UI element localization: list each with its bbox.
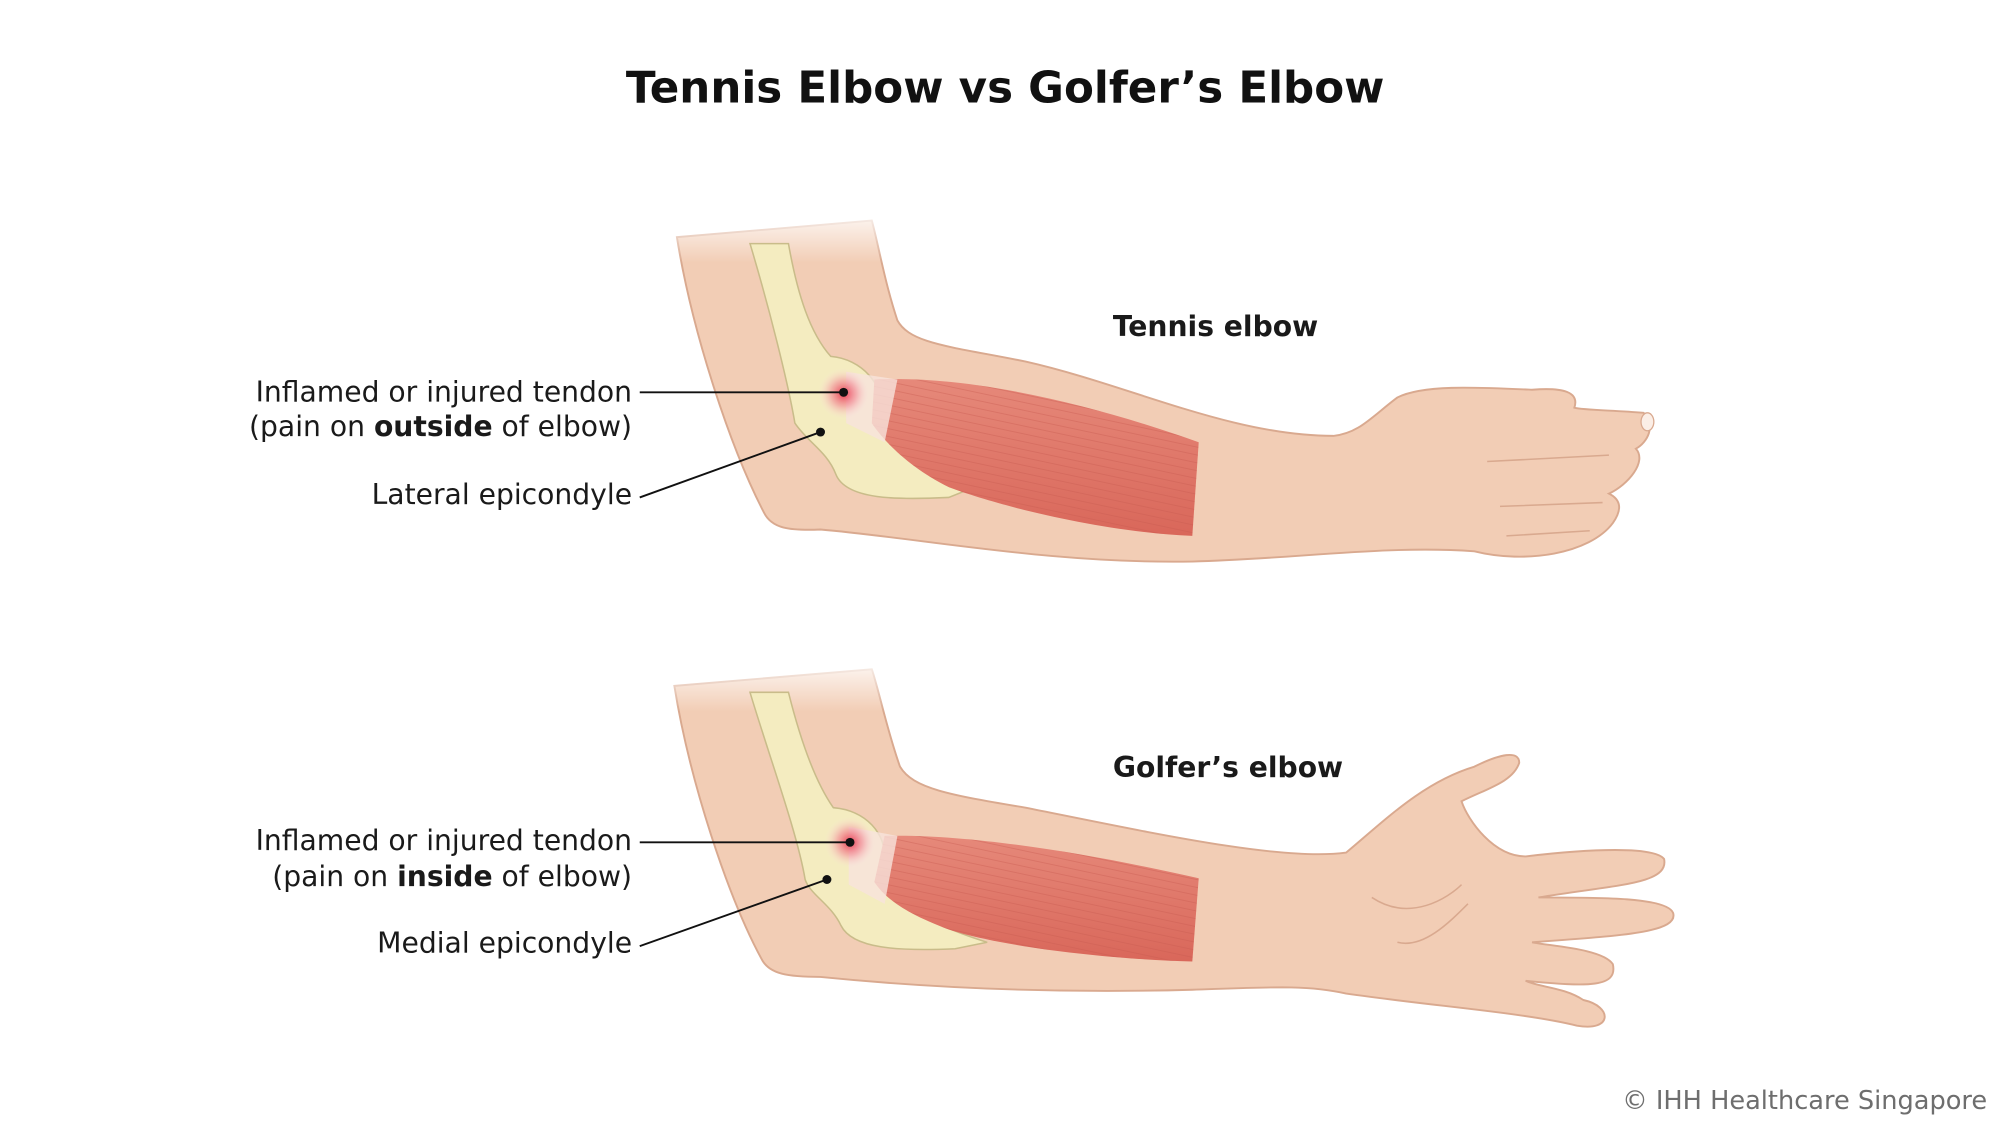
tennis-elbow-illustration [660,205,1655,563]
tendon-label-line2: (pain on outside of elbow) [249,410,632,443]
copyright: © IHH Healthcare Singapore [1622,1086,1987,1116]
tendon-label: Inflamed or injured tendon [256,824,632,857]
golfers-elbow-illustration [657,653,1675,1028]
humerus-bone [748,242,977,500]
lateral-epicondyle-label: Lateral epicondyle [372,478,632,511]
tendon-label-line2: (pain on inside of elbow) [272,860,632,893]
medial-epicondyle-label: Medial epicondyle [377,927,632,960]
page-title: Tennis Elbow vs Golfer’s Elbow [626,64,1385,114]
leader-lines [639,841,851,948]
tennis-elbow-heading: Tennis elbow [1113,310,1318,343]
tendon-label: Inflamed or injured tendon [256,375,632,408]
golfers-elbow-heading: Golfer’s elbow [1113,751,1343,784]
leader-lines [639,391,844,499]
